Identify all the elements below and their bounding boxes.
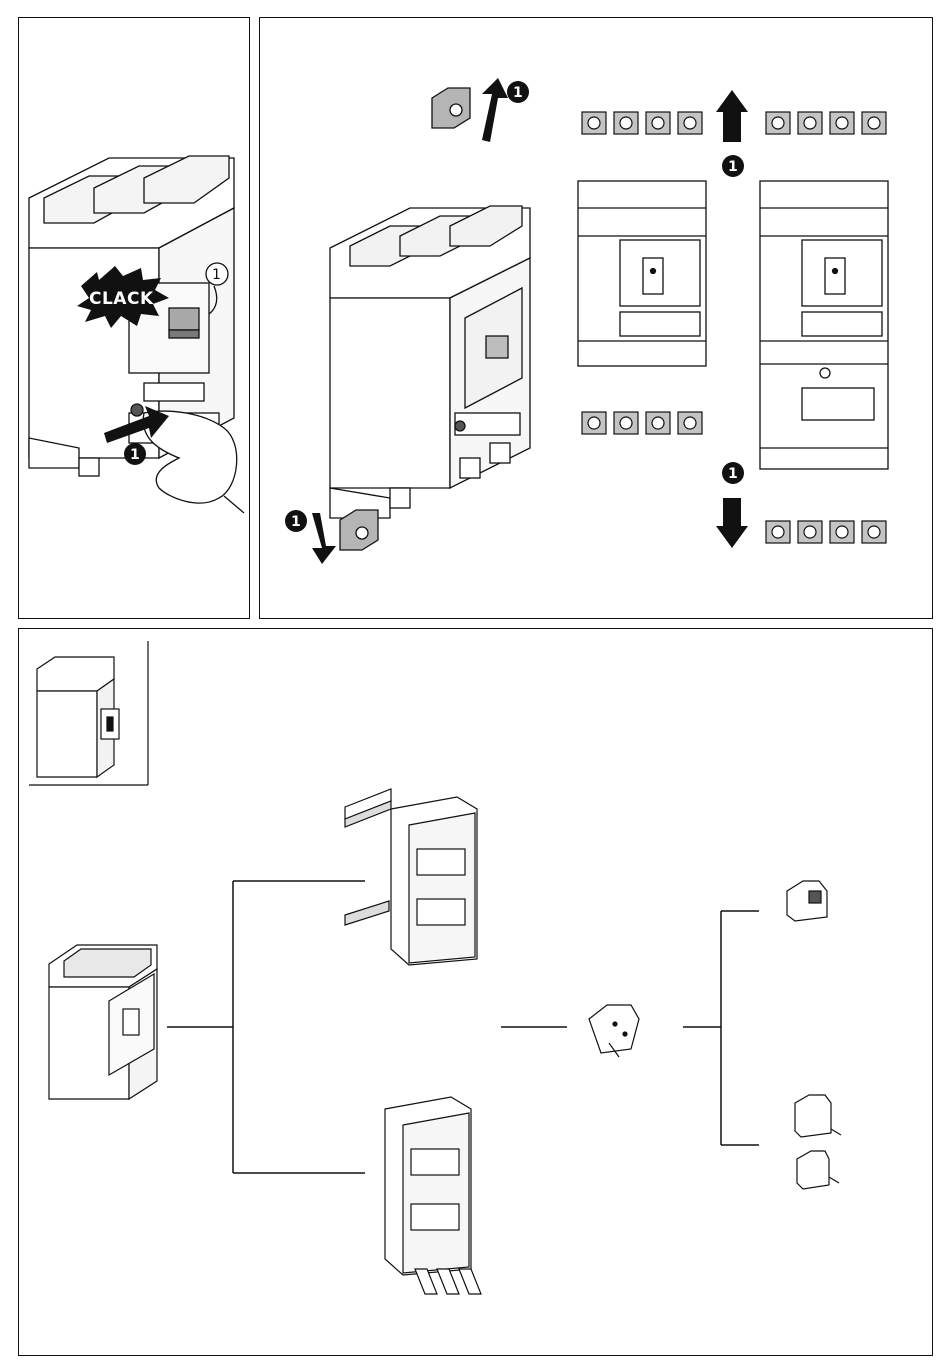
panel-clip-attach: CLACK 1 1: [18, 17, 250, 619]
accessory-lower-a: [795, 1095, 841, 1137]
breaker-main: [49, 945, 157, 1099]
terminal-removal-illustration: 1 1: [260, 18, 934, 620]
step-number-mid-up: 1: [728, 159, 738, 175]
terminal-cover-top: [432, 88, 470, 128]
step-number-bottom: 1: [291, 514, 301, 530]
accessory-lower-b: [797, 1151, 839, 1189]
clip-part: [169, 308, 199, 330]
terminal-row-top-left: [582, 112, 702, 134]
panel-terminal-removal: 1 1: [259, 17, 933, 619]
terminal-row-lower-left: [582, 412, 702, 434]
panel-accessories-tree: [18, 628, 933, 1356]
clack-label: CLACK: [89, 289, 154, 309]
front-view-right: [760, 181, 888, 469]
arrow-down-icon: [312, 513, 336, 564]
step-number-top: 1: [513, 85, 523, 101]
mounting-plate: [589, 1005, 639, 1057]
terminal-row-top-right: [766, 112, 886, 134]
terminal-cover-bottom: [340, 510, 378, 550]
inset-thumbnail: [29, 641, 148, 785]
adapter-upper: [345, 789, 477, 965]
step-filled-number: 1: [130, 447, 140, 463]
arrow-down-mid-icon: [716, 498, 748, 548]
breaker-clip-illustration: CLACK 1 1: [19, 18, 251, 620]
front-view-left: [578, 181, 706, 366]
accessories-tree-illustration: [19, 629, 934, 1357]
arrow-up-icon: [482, 78, 508, 142]
terminal-row-lower-right: [766, 521, 886, 543]
adapter-lower: [385, 1097, 481, 1294]
breaker-center: [330, 206, 530, 518]
accessory-upper: [787, 881, 827, 921]
step-number-mid-down: 1: [728, 466, 738, 482]
arrow-up-mid-icon: [716, 90, 748, 142]
step-outline-number: 1: [212, 267, 221, 283]
